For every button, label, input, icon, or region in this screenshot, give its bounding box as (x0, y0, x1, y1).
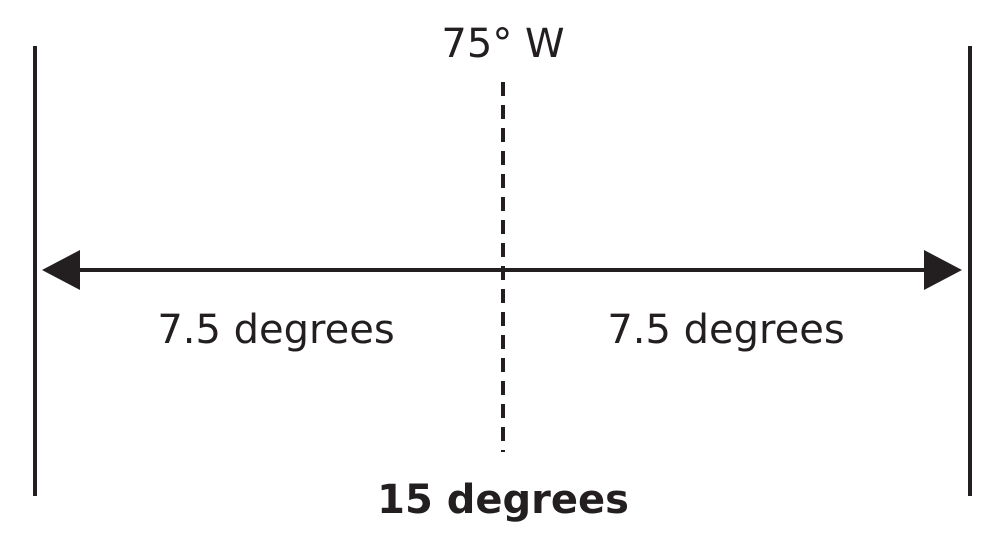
total-span-label: 15 degrees (377, 477, 629, 523)
right-half-label: 7.5 degrees (607, 307, 845, 353)
left-half-label: 7.5 degrees (157, 307, 395, 353)
meridian-label: 75° W (441, 21, 565, 67)
right-arrowhead (924, 250, 962, 290)
left-arrowhead (42, 250, 80, 290)
